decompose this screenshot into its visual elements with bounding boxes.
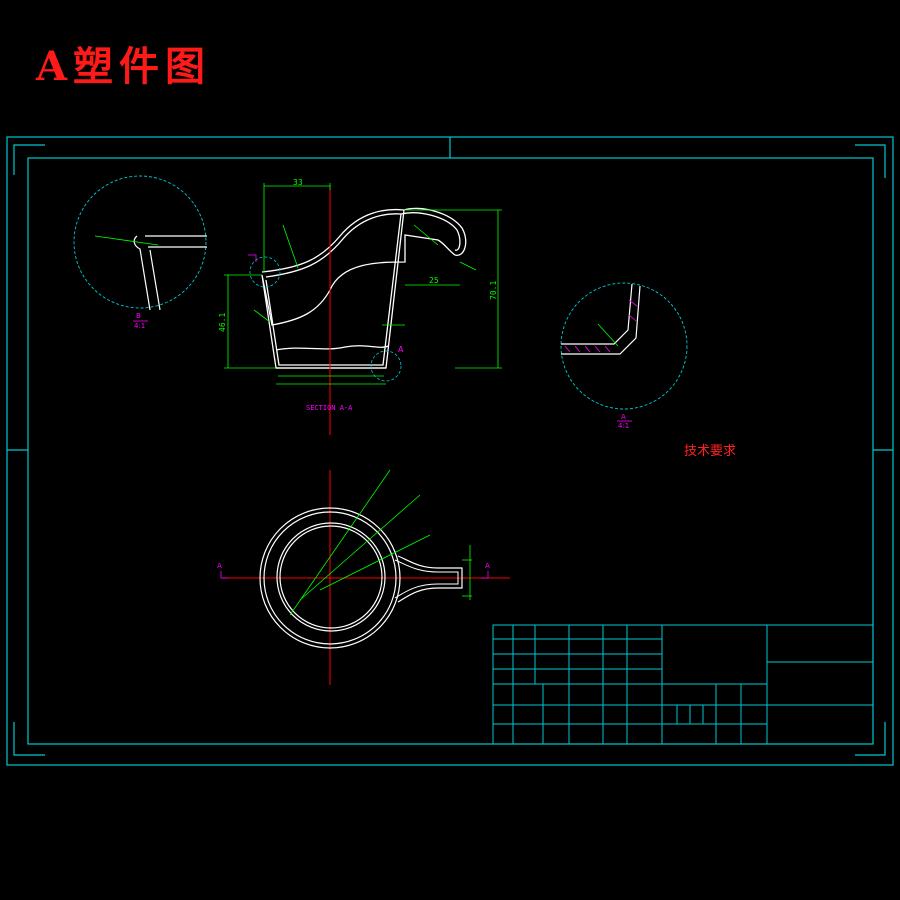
dim-top-width: 33 (293, 178, 303, 187)
corner-mark-tr (855, 144, 886, 178)
detail-left-marker: B (136, 312, 141, 320)
sheet-frame (6, 136, 894, 766)
detail-callout-b (249, 256, 281, 288)
corner-mark-bl (13, 722, 45, 756)
cup-outer-profile (261, 207, 467, 369)
detail-left-scale: 4:1 (134, 322, 145, 330)
corner-mark-tl (13, 144, 45, 175)
dim-right-height: 70.1 (489, 281, 498, 300)
title-block (492, 624, 874, 745)
detail-view-left: B 4:1 (73, 175, 207, 330)
cup-inner-profile (265, 212, 461, 366)
corner-mark-br (855, 722, 886, 756)
inner-border (27, 157, 874, 745)
detail-right-marker: A (621, 413, 626, 421)
detail-view-right: A 4:1 (560, 282, 688, 430)
section-marker: A (398, 345, 404, 354)
plan-marker-right: A (485, 562, 490, 570)
drawing-title: A塑件图 (36, 43, 212, 90)
plan-marker-left: A (217, 562, 222, 570)
detail-callout-a (370, 350, 402, 382)
plan-view: A A (217, 469, 510, 685)
outer-border (6, 136, 894, 766)
handle-curve-outer (261, 208, 405, 273)
handle-curve-inner (265, 213, 402, 278)
tech-requirements-label: 技术要求 (684, 444, 737, 459)
section-view: 33 70.1 46.1 25 SECTION A-A A (218, 178, 502, 435)
cup-rim-wave (275, 345, 389, 351)
dim-handle-width: 25 (429, 276, 439, 285)
dim-left-height: 46.1 (218, 313, 227, 332)
detail-right-scale: 4:1 (618, 422, 629, 430)
section-label: SECTION A-A (306, 404, 353, 412)
